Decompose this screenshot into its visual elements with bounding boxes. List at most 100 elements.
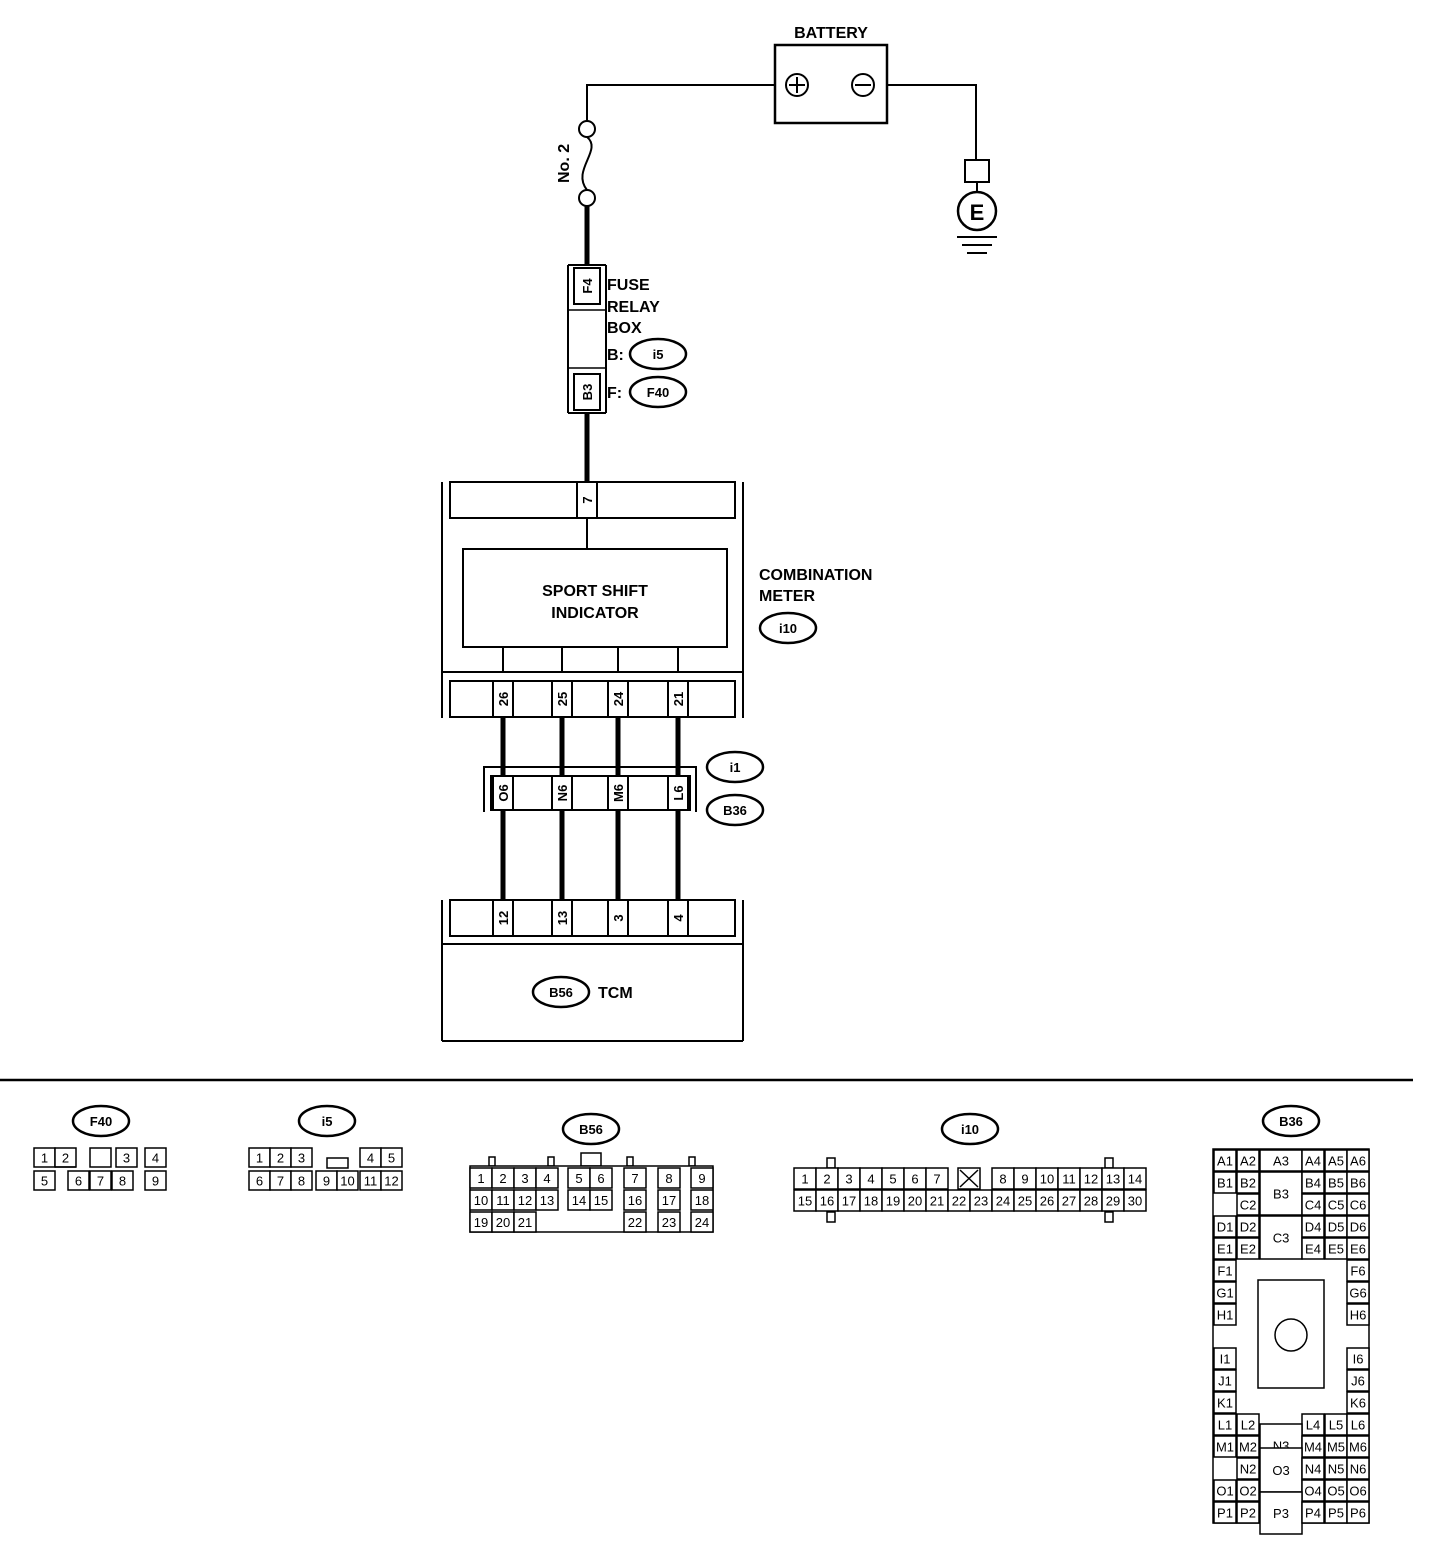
b36-pin-E5-label: E5 bbox=[1328, 1242, 1344, 1257]
b36-pin-C5: C5 bbox=[1324, 1193, 1348, 1216]
relay-box-pin-b3 bbox=[573, 373, 601, 411]
i10-pin-29-label: 29 bbox=[1106, 1194, 1120, 1209]
b36-pin-M2: M2 bbox=[1236, 1435, 1260, 1458]
b36-pin-P1: P1 bbox=[1213, 1501, 1237, 1524]
b36-pin-L1: L1 bbox=[1213, 1413, 1237, 1436]
b36-pin-N5: N5 bbox=[1324, 1457, 1348, 1480]
b36-pin-M1: M1 bbox=[1213, 1435, 1237, 1458]
combination-meter: 7 SPORT SHIFT INDICATOR 26 25 24 21 COMB… bbox=[441, 481, 872, 718]
b36-pin-O3: O3 bbox=[1259, 1447, 1303, 1493]
f40-pin-1: 1 bbox=[33, 1147, 56, 1168]
tcm-pin-13-label: 13 bbox=[555, 911, 570, 925]
i10-pin-23-label: 23 bbox=[974, 1194, 988, 1209]
b36-pin-C4-label: C4 bbox=[1305, 1198, 1322, 1213]
b56-pin-12: 12 bbox=[513, 1189, 537, 1211]
tcm-pin-3-label: 3 bbox=[611, 914, 626, 921]
relay-box-label-line-1: FUSE bbox=[607, 277, 650, 294]
i5-pin-11-label: 11 bbox=[364, 1174, 378, 1189]
i10-pin-20-label: 20 bbox=[908, 1194, 922, 1209]
i10-pin-1: 1 bbox=[793, 1167, 817, 1190]
b56-pin-1: 1 bbox=[469, 1167, 493, 1189]
i10-pin-22-label: 22 bbox=[952, 1194, 966, 1209]
b36-pin-A5: A5 bbox=[1324, 1149, 1348, 1172]
b36-pin-P1-label: P1 bbox=[1217, 1506, 1233, 1521]
i10-pin-18: 18 bbox=[859, 1189, 883, 1212]
i10-pin-4-label: 4 bbox=[867, 1172, 874, 1187]
b36-pin-I1: I1 bbox=[1213, 1347, 1237, 1370]
i5-pin-10-label: 10 bbox=[340, 1174, 354, 1189]
b56-pin-11: 11 bbox=[491, 1189, 515, 1211]
b56-pin-10: 10 bbox=[469, 1189, 493, 1211]
connector-tag-i1 bbox=[705, 750, 765, 784]
connector-face-b36-title: B36 bbox=[1279, 1114, 1303, 1129]
i10-pin-26: 26 bbox=[1035, 1189, 1059, 1212]
b36-pin-B3-label: B3 bbox=[1273, 1187, 1289, 1202]
b56-pin-14-label: 14 bbox=[572, 1193, 586, 1208]
i10-pin-20: 20 bbox=[903, 1189, 927, 1212]
b56-pin-14: 14 bbox=[567, 1189, 591, 1211]
b36-pin-J6: J6 bbox=[1346, 1369, 1370, 1392]
b36-pin-L6-label: L6 bbox=[1351, 1418, 1365, 1433]
b36-pin-A4-label: A4 bbox=[1305, 1154, 1321, 1169]
i5-pin-4-label: 4 bbox=[367, 1151, 374, 1166]
b36-pin-P3: P3 bbox=[1259, 1491, 1303, 1535]
i5-pin-6: 6 bbox=[248, 1170, 271, 1191]
i10-pin-9-label: 9 bbox=[1021, 1172, 1028, 1187]
i10-pin-12-label: 12 bbox=[1084, 1172, 1098, 1187]
b56-pin-9-label: 9 bbox=[698, 1171, 705, 1186]
i10-pin-10: 10 bbox=[1035, 1167, 1059, 1190]
i10-pin-1-label: 1 bbox=[801, 1172, 808, 1187]
b36-pin-J1: J1 bbox=[1213, 1369, 1237, 1392]
b36-pin-G1: G1 bbox=[1213, 1281, 1237, 1304]
f40-pin-3-label: 3 bbox=[123, 1151, 130, 1166]
i10-pin-21: 21 bbox=[925, 1189, 949, 1212]
b36-pin-E2: E2 bbox=[1236, 1237, 1260, 1260]
b36-pin-I1-label: I1 bbox=[1220, 1352, 1231, 1367]
i10-pin-15: 15 bbox=[793, 1189, 817, 1212]
b56-pin-8: 8 bbox=[657, 1167, 681, 1189]
i5-pin-10: 10 bbox=[336, 1170, 359, 1191]
i10-pin-17: 17 bbox=[837, 1189, 861, 1212]
b36-pin-I6: I6 bbox=[1346, 1347, 1370, 1370]
relay-box-pin-f4 bbox=[573, 267, 601, 305]
b56-pin-11-label: 11 bbox=[496, 1193, 510, 1208]
b36-pin-L5-label: L5 bbox=[1329, 1418, 1343, 1433]
b36-pin-M5: M5 bbox=[1324, 1435, 1348, 1458]
i10-pin-19: 19 bbox=[881, 1189, 905, 1212]
fuse-no-2: No. 2 bbox=[556, 120, 596, 207]
b36-pin-B4-label: B4 bbox=[1305, 1176, 1321, 1191]
b36-pin-C6-label: C6 bbox=[1350, 1198, 1367, 1213]
b36-pin-H6-label: H6 bbox=[1350, 1308, 1367, 1323]
b56-pin-13-label: 13 bbox=[540, 1193, 554, 1208]
combination-meter-label-line-1: COMBINATION bbox=[759, 567, 872, 584]
b36-pin-I6-label: I6 bbox=[1353, 1352, 1364, 1367]
f40-pin-blank-2 bbox=[89, 1147, 112, 1168]
b36-pin-N6: N6 bbox=[1346, 1457, 1370, 1480]
b36-pin-L2: L2 bbox=[1236, 1413, 1260, 1436]
i10-pin-13-label: 13 bbox=[1106, 1172, 1120, 1187]
b36-pin-A4: A4 bbox=[1301, 1149, 1325, 1172]
b56-pin-22: 22 bbox=[623, 1211, 647, 1233]
b56-pin-6: 6 bbox=[589, 1167, 613, 1189]
b36-pin-M5-label: M5 bbox=[1327, 1440, 1345, 1455]
b36-pin-A1: A1 bbox=[1213, 1149, 1237, 1172]
b36-pin-B6-label: B6 bbox=[1350, 1176, 1366, 1191]
i10-pin-3-label: 3 bbox=[845, 1172, 852, 1187]
i10-pin-6-label: 6 bbox=[911, 1172, 918, 1187]
i10-pin-14: 14 bbox=[1123, 1167, 1147, 1190]
b56-pin-2-label: 2 bbox=[499, 1171, 506, 1186]
f40-pin-3: 3 bbox=[115, 1147, 138, 1168]
b36-pin-O5: O5 bbox=[1324, 1479, 1348, 1502]
b36-pin-P6-label: P6 bbox=[1350, 1506, 1366, 1521]
i5-pin-1-label: 1 bbox=[256, 1151, 263, 1166]
i10-pin-7-label: 7 bbox=[933, 1172, 940, 1187]
f40-pin-8-label: 8 bbox=[119, 1174, 126, 1189]
b36-pin-A6: A6 bbox=[1346, 1149, 1370, 1172]
i10-pin-24-label: 24 bbox=[996, 1194, 1010, 1209]
b36-pin-M6-label: M6 bbox=[1349, 1440, 1367, 1455]
b36-pin-D5: D5 bbox=[1324, 1215, 1348, 1238]
